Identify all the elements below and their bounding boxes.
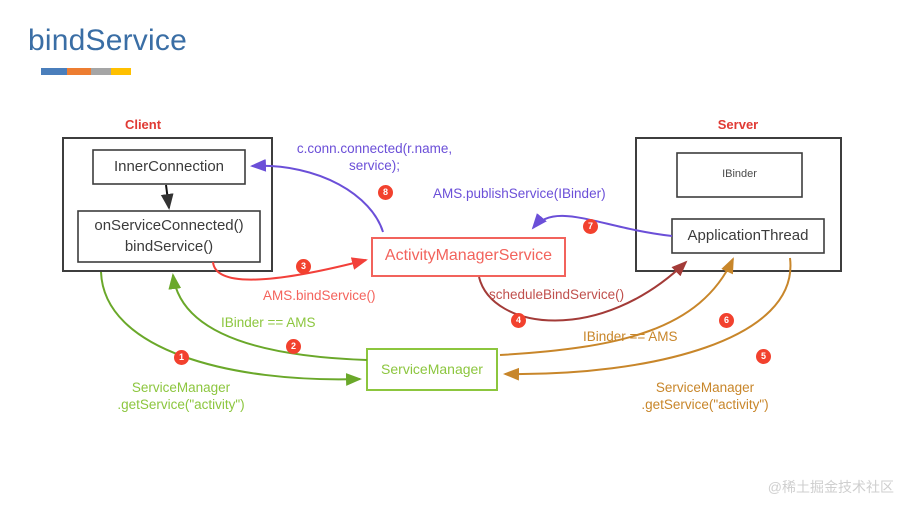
ibinder-box[interactable] xyxy=(676,152,803,198)
underline-segment-blue xyxy=(41,68,67,75)
step-badge-2: 2 xyxy=(286,339,301,354)
arrow-3-ams-bindservice xyxy=(212,257,368,281)
underline-segment-yellow xyxy=(111,68,131,75)
arrow-2-ibinder-return xyxy=(168,273,368,361)
step-badge-7: 7 xyxy=(583,219,598,234)
step-badge-6: 6 xyxy=(719,313,734,328)
arrow-1-getservice-request xyxy=(100,271,362,386)
step-badge-4: 4 xyxy=(511,313,526,328)
arrow-4-schedule-bindservice xyxy=(478,260,688,322)
step-badge-8: 8 xyxy=(378,185,393,200)
page-title: bindService xyxy=(28,24,187,57)
arrow-5-getservice-request xyxy=(503,257,792,381)
underline-segment-orange xyxy=(67,68,91,75)
activity-manager-service-box[interactable] xyxy=(371,237,566,277)
application-thread-box[interactable] xyxy=(671,218,825,254)
step-badge-3: 3 xyxy=(296,259,311,274)
title-underline-bar xyxy=(41,68,131,75)
step-badge-1: 1 xyxy=(174,350,189,365)
arrow-8-conn-connected xyxy=(250,158,384,233)
underline-segment-gray xyxy=(91,68,111,75)
on-service-connected-box[interactable] xyxy=(77,210,261,263)
step-badge-5: 5 xyxy=(756,349,771,364)
watermark: @稀土掘金技术社区 xyxy=(767,479,894,495)
service-manager-box[interactable] xyxy=(366,348,498,391)
inner-connection-box[interactable] xyxy=(92,149,246,185)
arrow-7-publish-service xyxy=(531,213,673,237)
arrow-6-ibinder-return xyxy=(499,257,734,356)
arrow-inner-to-callbacks xyxy=(160,184,174,210)
